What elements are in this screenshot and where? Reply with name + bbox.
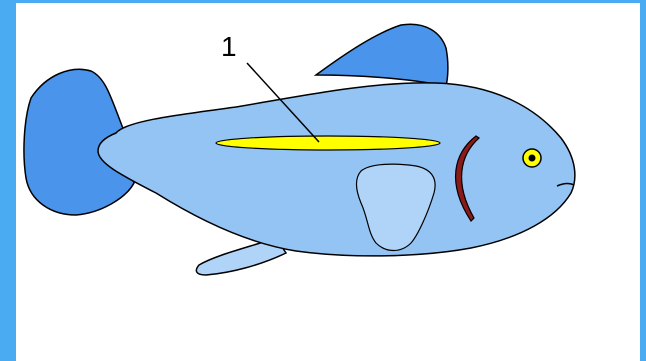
diagram-panel: 1 [16,3,640,361]
fish-diagram: 1 [16,3,640,361]
lateral-line [216,136,440,150]
pupil [529,155,536,162]
callout-label: 1 [221,31,237,62]
dorsal-fin [316,24,448,86]
fish-body [98,83,575,256]
